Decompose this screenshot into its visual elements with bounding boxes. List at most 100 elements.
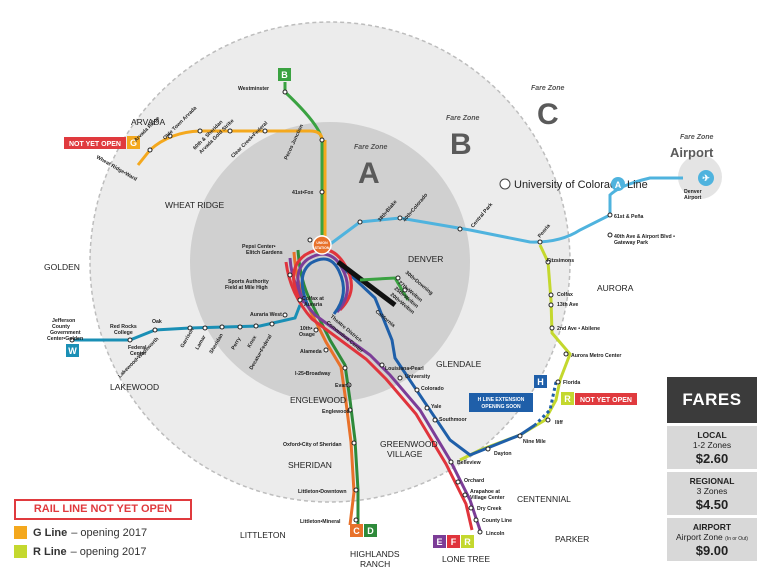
station-arapahoe-b: Village Center [470, 495, 505, 501]
fare-airport-sub: Airport Zone [676, 532, 723, 542]
zone-b-label: Fare Zone [446, 115, 480, 122]
downtown-loop-purple [296, 252, 349, 314]
zone-airport-label: Fare Zone [680, 134, 714, 141]
place-englewood: ENGLEWOOD [290, 395, 346, 405]
station-sports-a: Sports Authority [228, 279, 269, 285]
fare-regional-name: REGIONAL [689, 476, 735, 486]
fare-regional-price: $4.50 [695, 497, 729, 512]
station-dayton: Dayton [494, 451, 512, 457]
legend-r-name: R Line [33, 545, 67, 558]
central-green [359, 276, 410, 301]
fare-airport: AIRPORT Airport Zone (In or Out) $9.00 [667, 518, 757, 561]
h-extension-tag [469, 393, 533, 412]
e-badge-letter: E [436, 537, 442, 547]
station-pepsi-a: Pepsi Center• [242, 244, 276, 250]
zone-outer-ring [89, 21, 571, 503]
fare-airport-name: AIRPORT [692, 522, 732, 532]
r2-line-badge [461, 535, 474, 548]
station-13th-ave: 13th Ave [557, 302, 578, 308]
union-label-2: STATION [315, 246, 330, 250]
zone-a-letter: A [358, 157, 380, 190]
r-line-swatch [14, 545, 27, 558]
fare-local-price: $2.60 [695, 451, 729, 466]
fare-local: LOCAL 1-2 Zones $2.60 [667, 426, 757, 469]
fare-airport-note: (In or Out) [725, 536, 748, 542]
university-line-name: University of Colorado [514, 179, 622, 191]
station-sports-b: Field at Mile High [225, 285, 268, 291]
a-line-badge [611, 177, 625, 191]
b-line-badge [278, 68, 291, 81]
b-badge-letter: B [281, 70, 288, 80]
station-florida: Florida [563, 380, 580, 386]
c-line-badge [350, 524, 363, 537]
station-university: University [405, 374, 430, 380]
h-line-badge [534, 375, 547, 388]
station-louisiana: Louisiana•Pearl [385, 366, 424, 372]
downtown-mall-line [336, 260, 397, 307]
place-lakewood: LAKEWOOD [110, 382, 159, 392]
station-jeffco-a: Jefferson [52, 318, 75, 324]
station-belleview: Belleview [457, 460, 482, 466]
r-not-yet-open-text: NOT YET OPEN [580, 397, 632, 404]
legend-r-text: – opening 2017 [70, 545, 147, 558]
cu-logo-icon [499, 178, 511, 190]
station-aurora-metro: Aurora Metro Center [571, 353, 621, 359]
place-village: VILLAGE [387, 449, 423, 459]
g-not-yet-open-tag [64, 137, 126, 149]
station-alameda: Alameda [300, 349, 322, 355]
station-auraria-west: Auraria West [250, 312, 282, 318]
place-centennial: CENTENNIAL [517, 494, 571, 504]
w-line-badge [66, 344, 79, 357]
h-ext-line1: H LINE EXTENSION [478, 397, 525, 403]
station-orchard: Orchard [464, 478, 484, 484]
station-federal-b: Center [130, 351, 146, 357]
downtown-loop-blue [300, 257, 345, 315]
place-parker: PARKER [555, 534, 589, 544]
place-littleton: LITTLETON [240, 530, 286, 540]
place-glendale: GLENDALE [436, 359, 482, 369]
station-10th-b: Osage [299, 332, 315, 338]
h-line [338, 263, 536, 457]
a-line-letter: A [615, 180, 622, 190]
station-jeffco-d: Center•Golden [47, 336, 83, 342]
legend-title: RAIL LINE NOT YET OPEN [14, 499, 192, 520]
union-station[interactable] [312, 235, 332, 255]
place-lone-tree: LONE TREE [442, 554, 490, 564]
place-ranch: RANCH [360, 559, 390, 569]
f-badge-letter: F [451, 537, 457, 547]
station-dry-creek: Dry Creek [477, 506, 502, 512]
station-pepsi-b: Elitch Gardens [246, 250, 283, 256]
a-line [324, 176, 683, 250]
station-knox: Knox [247, 335, 259, 349]
legend-g-name: G Line [33, 526, 68, 539]
station-10th-a: 10th• [300, 326, 313, 332]
place-denver: DENVER [408, 254, 443, 264]
station-littleton-mineral: Littleton•Mineral [300, 519, 341, 525]
c-badge-letter: C [353, 526, 360, 536]
zone-b-letter: B [450, 128, 472, 161]
station-lincoln: Lincoln [486, 531, 504, 537]
legend-g-text: – opening 2017 [71, 526, 148, 539]
r-line-badge [561, 392, 574, 405]
e-line [288, 257, 482, 531]
legend-r-line: R Line – opening 2017 [14, 545, 192, 558]
fare-local-name: LOCAL [697, 430, 727, 440]
plane-icon: ✈ [702, 173, 710, 183]
station-i25-broadway: I-25•Broadway [295, 371, 331, 377]
fares-panel: FARES LOCAL 1-2 Zones $2.60 REGIONAL 3 Z… [667, 377, 757, 561]
union-label-1: UNION [316, 241, 328, 245]
station-littleton-downtown: Littleton•Downtown [298, 489, 347, 495]
station-40th-airport-b: Gateway Park [614, 240, 648, 246]
station-evans: Evans [335, 383, 350, 389]
place-arvada: ARVADA [131, 117, 166, 127]
zone-a-label: Fare Zone [354, 144, 388, 151]
station-colfax-auraria-b: Auraria [304, 302, 322, 308]
station-red-rocks-b: College [114, 330, 133, 336]
station-englewood: Englewood [322, 409, 350, 415]
station-oak: Oak [152, 319, 162, 325]
station-southmoor: Southmoor [439, 417, 467, 423]
f-line-badge [447, 535, 460, 548]
station-denver-airport-a: Denver [684, 189, 702, 195]
station-colfax-auraria-a: Colfax at [302, 296, 324, 302]
